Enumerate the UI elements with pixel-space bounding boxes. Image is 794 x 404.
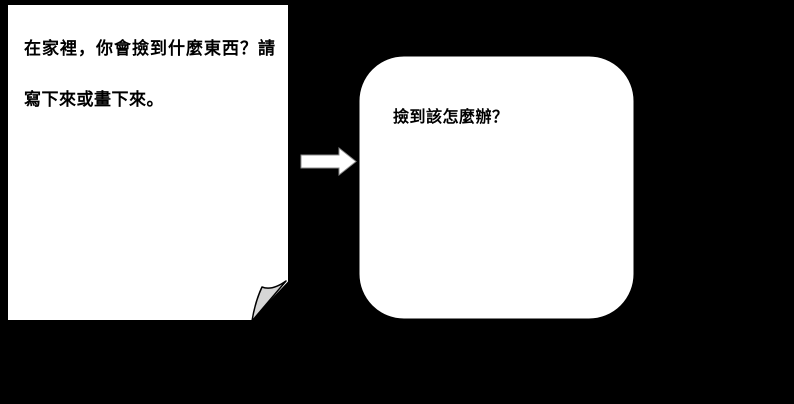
page-fold-corner-icon: [251, 280, 287, 322]
folded-page-shape: [6, 3, 290, 322]
right-arrow-icon: [300, 146, 357, 177]
question-box-text: 撿到該怎麼辦？: [393, 109, 509, 126]
question-box-shape: [358, 55, 635, 320]
page-text-line2: 寫下來或畫下來。: [24, 90, 164, 109]
page-text-line1: 在家裡，你會撿到什麼東西？請: [24, 39, 276, 58]
